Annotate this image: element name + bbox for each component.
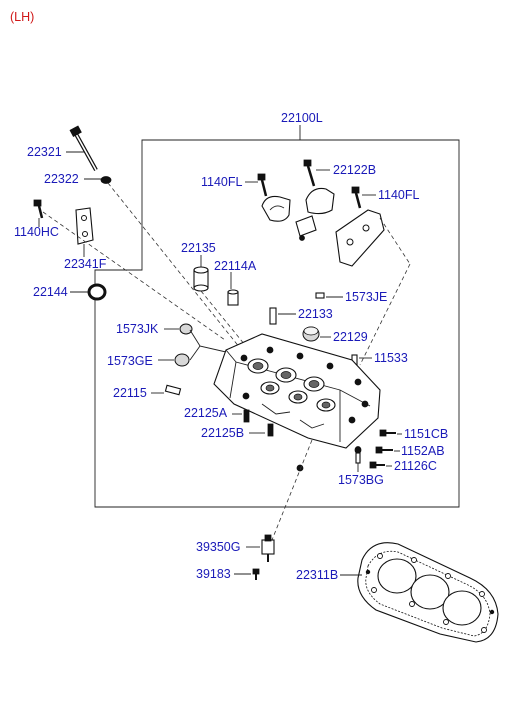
- bolt-a-part[interactable]: [243, 409, 250, 423]
- label-22311B[interactable]: 22311B: [296, 568, 338, 582]
- label-1151CB[interactable]: 1151CB: [404, 427, 448, 441]
- label-22321[interactable]: 22321: [27, 145, 62, 159]
- label-22100L[interactable]: 22100L: [281, 111, 323, 125]
- dowel-pin-part[interactable]: [269, 307, 277, 325]
- valve-guide-part[interactable]: [227, 289, 239, 306]
- assembly-boundary: [94, 139, 460, 508]
- label-22129[interactable]: 22129: [333, 330, 368, 344]
- label-22322[interactable]: 22322: [44, 172, 79, 186]
- label-22144[interactable]: 22144: [33, 285, 68, 299]
- cap-stud-part[interactable]: [303, 159, 316, 187]
- side-indicator: (LH): [10, 10, 34, 24]
- plug-bg-part[interactable]: [354, 446, 362, 464]
- head-gasket-part[interactable]: [357, 542, 499, 643]
- label-1140HC[interactable]: 1140HC: [14, 225, 59, 239]
- label-1152AB[interactable]: 1152AB: [401, 444, 445, 458]
- sensor-dashed-path: [271, 439, 313, 541]
- plug-ge-part[interactable]: [174, 353, 190, 367]
- label-22133[interactable]: 22133: [298, 307, 333, 321]
- label-22125A[interactable]: 22125A: [184, 406, 228, 420]
- valve-pin-part[interactable]: [164, 384, 182, 396]
- cap-bolt-b-part[interactable]: [351, 186, 362, 209]
- label-22122B[interactable]: 22122B: [333, 163, 376, 177]
- head-bolt-part[interactable]: [69, 125, 98, 171]
- bolt-cb-part[interactable]: [379, 429, 396, 437]
- label-1573BG[interactable]: 1573BG: [338, 473, 384, 487]
- bolt-dashed-path: [107, 182, 241, 349]
- plug-je-part[interactable]: [315, 292, 325, 299]
- cap-dashed-path-2: [359, 263, 411, 366]
- cam-cap-part[interactable]: [261, 195, 291, 222]
- cylinder-head-part[interactable]: [213, 333, 381, 449]
- bracket-dashed-path: [42, 211, 226, 341]
- label-22341F[interactable]: 22341F: [64, 257, 107, 271]
- label-1573JE[interactable]: 1573JE: [345, 290, 387, 304]
- label-39183[interactable]: 39183: [196, 567, 231, 581]
- tappet-part[interactable]: [193, 266, 209, 292]
- label-22115[interactable]: 22115: [113, 386, 147, 400]
- bolt-b-part[interactable]: [267, 423, 274, 437]
- cap-dashed-path: [379, 217, 411, 265]
- small-bolt-part[interactable]: [33, 199, 44, 219]
- label-1573JK[interactable]: 1573JK: [116, 322, 159, 336]
- label-22125B[interactable]: 22125B: [201, 426, 244, 440]
- label-1573GE[interactable]: 1573GE: [107, 354, 153, 368]
- bolt-ab-part[interactable]: [375, 446, 393, 454]
- label-1140FL-a[interactable]: 1140FL: [201, 175, 243, 189]
- cam-cap-2-part[interactable]: [305, 187, 335, 215]
- oil-seal-part[interactable]: [87, 283, 107, 301]
- bolt-39183-part[interactable]: [252, 568, 260, 580]
- plug-bracket-lines: [189, 329, 227, 361]
- cap-bolt-part[interactable]: [257, 173, 268, 197]
- plug-jk-part[interactable]: [179, 323, 193, 335]
- sensor-21126C-part[interactable]: [369, 461, 385, 469]
- label-11533[interactable]: 11533: [374, 351, 408, 365]
- front-cam-cap-part[interactable]: [335, 209, 385, 267]
- label-22135[interactable]: 22135: [181, 241, 216, 255]
- bracket-part[interactable]: [75, 207, 94, 245]
- temperature-sensor-part[interactable]: [261, 534, 275, 562]
- washer-part[interactable]: [100, 176, 112, 184]
- label-39350G[interactable]: 39350G: [196, 540, 240, 554]
- drain-plug-part[interactable]: [296, 464, 304, 472]
- label-21126C[interactable]: 21126C: [394, 459, 437, 473]
- tappet-dashed-path: [200, 290, 246, 346]
- cam-cap-clip-part[interactable]: [295, 215, 317, 237]
- label-22114A[interactable]: 22114A: [214, 259, 257, 273]
- cap-plug-part[interactable]: [302, 326, 320, 342]
- label-1140FL-b[interactable]: 1140FL: [378, 188, 420, 202]
